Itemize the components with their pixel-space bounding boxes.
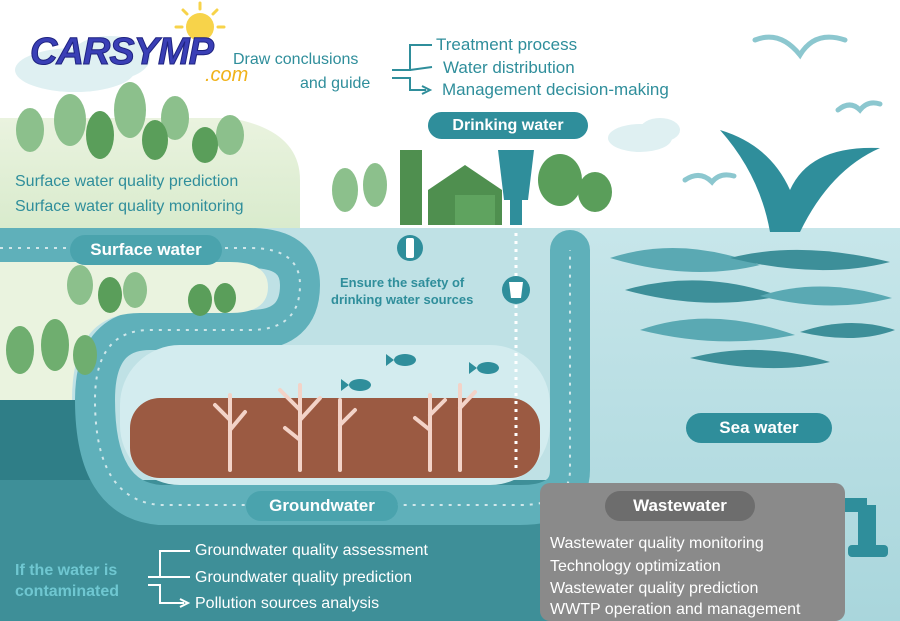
groundwater-connector [148, 550, 191, 608]
coral-plants [213, 383, 477, 472]
surface-water-label: Surface water [70, 235, 222, 265]
brand-logo: CARSYMP [29, 31, 214, 74]
guide-connector [392, 44, 433, 95]
sea-waves [610, 248, 895, 369]
forest-top [16, 82, 244, 163]
bottle-icon [397, 235, 423, 261]
groundwater-condition-line2: contaminated [15, 583, 120, 600]
forest-lower [6, 319, 97, 375]
groundwater-label: Groundwater [246, 491, 398, 521]
guide-item: Management decision-making [442, 80, 669, 99]
guide-item: Treatment process [436, 35, 578, 54]
guide-item: Water distribution [443, 58, 575, 77]
whale-tail-icon [720, 130, 880, 232]
ensure-line1: Ensure the safety of [340, 275, 465, 290]
groundwater-item: Groundwater quality assessment [195, 542, 428, 559]
wastewater-item: Wastewater quality monitoring [550, 535, 764, 552]
wastewater-item: WWTP operation and management [550, 601, 801, 618]
wastewater-label: Wastewater [605, 491, 755, 521]
surface-water-item: Surface water quality prediction [15, 173, 239, 190]
guide-lead-line2: and guide [300, 75, 371, 92]
groundwater-item: Groundwater quality prediction [195, 569, 413, 586]
fish-icon [341, 354, 499, 391]
wastewater-item: Wastewater quality prediction [550, 580, 759, 597]
guide-lead-line1: Draw conclusions [233, 51, 359, 68]
drinking-water-label: Drinking water [428, 112, 588, 139]
groundwater-condition-line1: If the water is [15, 562, 118, 579]
sun-icon [174, 1, 226, 41]
water-tower-icon [498, 150, 534, 225]
cup-icon [502, 276, 530, 304]
forest-middle [67, 265, 236, 316]
surface-water-item: Surface water quality monitoring [15, 198, 244, 215]
wastewater-item: Technology optimization [550, 558, 721, 575]
river-path [0, 228, 590, 525]
bird-icon [682, 34, 883, 186]
brand-logo-domain: .com [205, 64, 249, 86]
sea-water-label: Sea water [686, 413, 832, 443]
soil-layer [130, 398, 540, 478]
groundwater-item: Pollution sources analysis [195, 595, 380, 612]
town-buildings [332, 150, 612, 225]
outlet-pipe-icon [845, 498, 888, 557]
clouds [15, 36, 680, 152]
ensure-line2: drinking water sources [331, 292, 474, 307]
